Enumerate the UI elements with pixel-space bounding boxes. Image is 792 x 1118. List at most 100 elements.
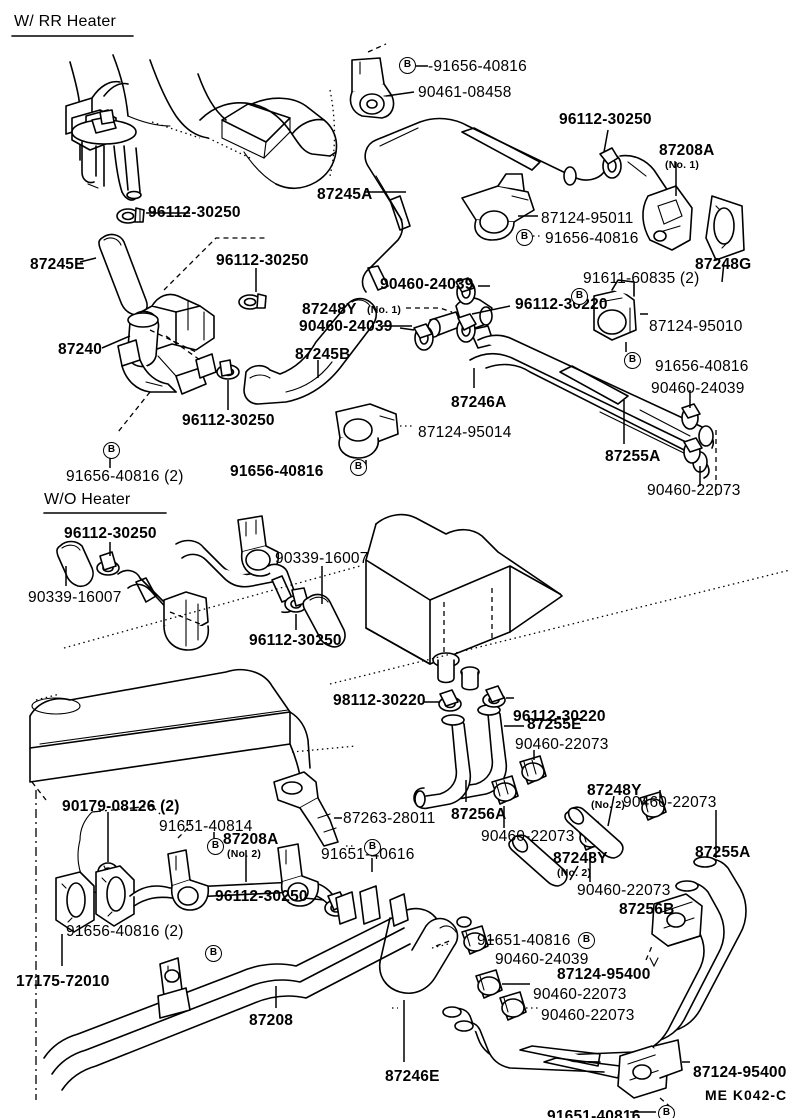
clamp-96112-30250-c	[216, 359, 240, 380]
bracket-87124-95400-a	[651, 893, 703, 947]
bolt-marker-b8: B	[364, 839, 381, 856]
section-title-wo-heater: W/O Heater	[44, 491, 131, 508]
part-label-87246E: 87246E	[385, 1068, 440, 1085]
diagram-code: ME K042-C	[705, 1087, 788, 1103]
bolt-marker-b9: B	[205, 945, 222, 962]
part-label-90179-08126: 90179-08126 (2)	[62, 798, 180, 815]
clamp-96112-30250-a	[116, 207, 145, 224]
part-label-90460-24039-a: 90460-24039	[380, 276, 474, 293]
part-sublabel-no1-b: (No. 1)	[367, 304, 402, 316]
part-label-96112-30250-d: 96112-30250	[559, 111, 652, 128]
part-label-17175-72010: 17175-72010	[16, 973, 110, 990]
part-label-90460-24039-c: 90460-24039	[651, 380, 745, 397]
part-sublabel-no2-a: (No. 2)	[591, 799, 626, 811]
bolt-marker-b6: B	[350, 459, 367, 476]
part-label-91656-40816-b: 91656-40816	[230, 463, 324, 480]
grommet-90460-22073-c	[639, 791, 667, 821]
part-label-90339-16007-b: 90339-16007	[275, 550, 369, 567]
part-label-87245E: 87245E	[30, 256, 85, 273]
part-label-87124-95400-a: 87124-95400	[557, 966, 651, 983]
pipe-87208A-no1	[619, 154, 693, 251]
gasket-17175-72010	[55, 865, 135, 933]
clip-87124-95011	[461, 173, 535, 241]
sleeve-87248Y-no2-a	[564, 806, 624, 859]
bolt-marker-b1: B	[399, 57, 416, 74]
bolt-marker-b4: B	[624, 352, 641, 369]
part-label-91651-40816-b: 91651-40816	[547, 1108, 641, 1118]
clamp-96112-30220-b	[482, 685, 506, 708]
part-label-87208A-no1: 87208A	[659, 142, 715, 159]
pipe-87256A	[413, 714, 472, 810]
part-label-90460-22073-a: 90460-22073	[647, 482, 741, 499]
part-label-87256B: 87256B	[619, 901, 675, 918]
part-label-91656-40816-d: 91656-40816	[545, 230, 639, 247]
sleeve-87248Y-no2-b	[508, 834, 568, 887]
hose-87245B	[243, 297, 378, 405]
section-title-rr-heater: W/ RR Heater	[14, 13, 116, 30]
valve-87240	[117, 293, 217, 395]
bracket-87124-95400-b	[617, 1039, 683, 1099]
part-label-87248Y-no2-b: 87248Y	[553, 850, 608, 867]
wo-heater-left-assembly	[56, 540, 210, 651]
clamp-90460-22073-f	[499, 991, 527, 1021]
part-label-87208: 87208	[249, 1012, 294, 1029]
hose-87208	[43, 913, 411, 1091]
part-label-91651-40816-a: 91651-40816	[477, 932, 571, 949]
part-label-96112-30220-b: 96112-30220	[513, 708, 606, 725]
bolt-marker-b10: B	[578, 932, 595, 949]
part-label-87248Y-no2-a: 87248Y	[587, 782, 642, 799]
part-label-90460-22073-d: 90460-22073	[481, 828, 575, 845]
clamp-90460-24039-c	[681, 403, 701, 430]
clamp-90460-22073-e	[475, 969, 503, 999]
part-label-87263-28011: 87263-28011	[343, 810, 436, 827]
part-label-90460-22073-f: 90460-22073	[533, 986, 627, 1003]
pipe-87208A-no2	[129, 843, 345, 921]
part-label-87208A-no2: 87208A	[223, 831, 279, 848]
part-label-98112-30220: 98112-30220	[333, 692, 426, 709]
gasket-87248G	[705, 195, 745, 261]
bolt-marker-b3: B	[571, 288, 588, 305]
part-label-87124-95010: 87124-95010	[649, 318, 743, 335]
part-label-90339-16007-a: 90339-16007	[28, 589, 122, 606]
clamp-90460-22073-a	[683, 437, 703, 464]
part-label-90461-08458: 90461-08458	[418, 84, 512, 101]
part-label-87240: 87240	[58, 341, 103, 358]
part-label-90460-24039-d: 90460-24039	[495, 951, 589, 968]
clamp-96112-30220-a	[456, 313, 477, 343]
part-label-90460-22073-c: 90460-22073	[623, 794, 717, 811]
part-label-87245B: 87245B	[295, 346, 351, 363]
part-label-91656-40816-c: -91656-40816	[428, 58, 527, 75]
part-label-96112-30250-e: 96112-30250	[64, 525, 157, 542]
bracket-90461-08458	[349, 43, 395, 119]
part-label-87255A-a: 87255A	[605, 448, 661, 465]
clamp-90460-24039-d	[461, 925, 489, 955]
part-label-96112-30250-c: 96112-30250	[182, 412, 275, 429]
part-label-91656-40816-e: 91656-40816	[655, 358, 749, 375]
clamp-98112-30220	[438, 689, 462, 712]
clamp-96112-30250-d	[599, 147, 622, 179]
part-label-87255A-b: 87255A	[695, 844, 751, 861]
tank-wo-heater	[63, 513, 791, 691]
part-label-96112-30250-b: 96112-30250	[216, 252, 309, 269]
part-sublabel-no1-a: (No. 1)	[665, 159, 700, 171]
part-label-87124-95014: 87124-95014	[418, 424, 512, 441]
part-label-96112-30250-g: 96112-30250	[215, 888, 308, 905]
part-sublabel-no2-b: (No. 2)	[557, 867, 592, 879]
engine-body-top	[65, 54, 338, 201]
hoses-lower-right	[442, 1006, 621, 1079]
part-label-90460-24039-b: 90460-24039	[299, 318, 393, 335]
part-label-90460-22073-g: 90460-22073	[541, 1007, 635, 1024]
bolt-marker-b2: B	[516, 229, 533, 246]
part-label-87248Y-no1: 87248Y	[302, 301, 357, 318]
part-label-87124-95011: 87124-95011	[541, 210, 634, 227]
wo-heater-right-assembly	[175, 515, 346, 648]
part-label-90460-22073-e: 90460-22073	[577, 882, 671, 899]
part-label-91611-60835: 91611-60835 (2)	[583, 270, 700, 287]
part-label-91651-40814: 91651-40814	[159, 818, 253, 835]
part-label-87124-95400-b: 87124-95400	[693, 1064, 787, 1081]
part-label-87255E: 87255E	[527, 716, 582, 733]
part-label-96112-30250-a: 96112-30250	[148, 204, 241, 221]
part-sublabel-no2-c: (No. 2)	[227, 848, 262, 860]
